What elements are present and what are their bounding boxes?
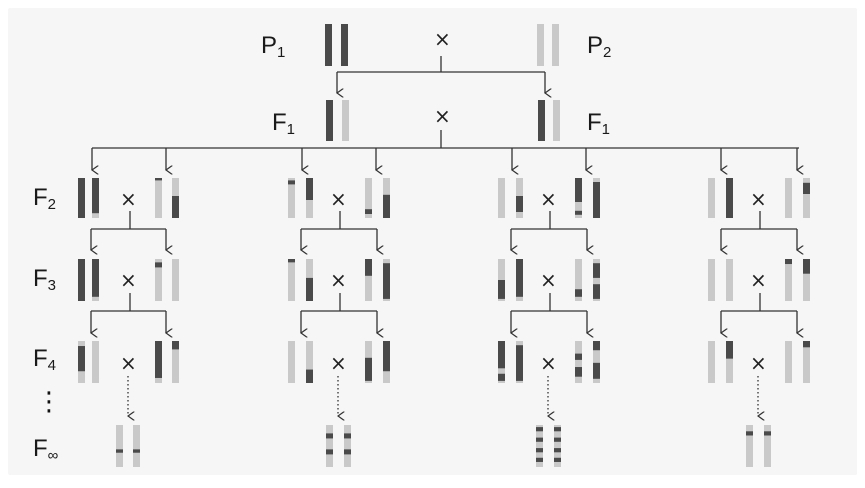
cross-symbol-f2-1: × [120, 187, 137, 211]
chromosome-f3-lineage2-1 [288, 259, 295, 301]
chromosome-f4-lineage4-1 [708, 341, 715, 383]
chromosome-finf-lineage4-1 [746, 425, 753, 467]
chromosome-f2-lineage2-1 [288, 178, 295, 218]
chromosome-f3-lineage1-3 [155, 259, 162, 301]
chromosome-f4-lineage1-1 [78, 341, 85, 383]
chromosome-f4-lineage2-3 [365, 341, 372, 383]
chromosome-f2-lineage2-3 [365, 178, 372, 218]
chromosome-f3-lineage4-2 [726, 259, 733, 301]
chromosome-f3-lineage1-4 [172, 259, 179, 301]
label-f1-right: F1 [587, 109, 611, 138]
chromosome-f3-lineage3-2 [516, 259, 523, 301]
chromosome-f2-lineage4-2 [726, 178, 733, 218]
chromosome-p1-b [341, 24, 348, 66]
chromosome-f4-lineage4-4 [803, 341, 810, 383]
cross-symbol-f3-4: × [750, 268, 767, 292]
chromosome-f3-lineage3-1 [498, 259, 505, 301]
chromosome-f2-lineage1-3 [155, 178, 162, 218]
cross-symbol-f3-3: × [540, 268, 557, 292]
chromosome-finf-lineage3-1 [536, 425, 543, 467]
cross-symbol-f3-1: × [120, 268, 137, 292]
label-f2: F2 [33, 184, 57, 213]
chromosome-f2-lineage1-4 [172, 178, 179, 218]
cross-symbol-p: × [434, 27, 451, 51]
label-finf: F∞ [33, 435, 59, 464]
chromosome-f4-lineage1-3 [155, 341, 162, 383]
chromosome-f4-lineage3-4 [593, 341, 600, 383]
cross-symbol-f3-2: × [330, 268, 347, 292]
chromosome-finf-lineage4-2 [764, 425, 771, 467]
cross-symbol-f4-4: × [750, 351, 767, 375]
connector-lines [91, 56, 799, 416]
chromosome-f2-lineage1-1 [78, 178, 85, 218]
chromosome-f4-lineage1-2 [92, 341, 99, 383]
chromosome-f2-lineage3-2 [516, 178, 523, 218]
chromosome-f4-lineage3-1 [498, 341, 505, 383]
label-p2: P2 [587, 32, 612, 61]
chromosome-f3-lineage2-2 [306, 259, 313, 301]
chromosome-finf-lineage1-2 [133, 425, 140, 467]
chromosome-f2-lineage2-4 [383, 178, 390, 218]
cross-symbol-f2-2: × [330, 187, 347, 211]
chromosome-finf-lineage3-2 [554, 425, 561, 467]
chromosome-f3-lineage2-3 [365, 259, 372, 301]
label-f4: F4 [33, 345, 57, 374]
chromosome-f3-lineage1-1 [78, 259, 85, 301]
chromosome-f4-lineage3-3 [575, 341, 582, 383]
chromosome-f2-lineage3-4 [593, 178, 600, 218]
chromosome-f1-right-b [553, 100, 560, 141]
chromosome-f1-left-a [326, 100, 333, 141]
label-f3: F3 [33, 265, 57, 294]
chromosome-f3-lineage4-3 [785, 259, 792, 301]
chromosome-p1-a [325, 24, 332, 66]
chromosome-p2-b [552, 24, 559, 66]
chromosome-f4-lineage1-4 [172, 341, 179, 383]
chromosome-f3-lineage2-4 [383, 259, 390, 301]
cross-symbol-f2-3: × [540, 187, 557, 211]
chromosome-p2-a [537, 24, 544, 66]
chromosome-f4-lineage2-1 [288, 341, 295, 383]
label-p1: P1 [261, 32, 286, 61]
cross-symbol-f4-1: × [120, 351, 137, 375]
cross-symbol-f2-4: × [750, 187, 767, 211]
generation-ellipsis: ⋮ [36, 387, 62, 417]
chromosome-f3-lineage4-1 [708, 259, 715, 301]
diagram-background [8, 8, 857, 475]
chromosome-f4-lineage4-3 [785, 341, 792, 383]
chromosome-finf-lineage1-1 [116, 425, 123, 467]
chromosome-f2-lineage4-4 [803, 178, 810, 218]
chromosome-f3-lineage3-4 [593, 259, 600, 301]
chromosome-f3-lineage3-3 [575, 259, 582, 301]
label-f1-left: F1 [272, 109, 296, 138]
chromosome-f1-left-b [342, 100, 349, 141]
chromosome-f2-lineage2-2 [306, 178, 313, 218]
chromosome-f4-lineage4-2 [726, 341, 733, 383]
chromosome-f4-lineage2-4 [383, 341, 390, 383]
cross-symbol-f4-2: × [330, 351, 347, 375]
chromosome-f2-lineage4-1 [708, 178, 715, 218]
chromosome-f4-lineage2-2 [306, 341, 313, 383]
chromosome-f3-lineage1-2 [92, 259, 99, 301]
cross-symbol-f1: × [434, 104, 451, 128]
chromosome-f1-right-a [538, 100, 545, 141]
chromosome-f3-lineage4-4 [803, 259, 810, 301]
chromosome-finf-lineage2-2 [344, 425, 351, 467]
cross-symbol-f4-3: × [540, 351, 557, 375]
chromosomes [78, 24, 810, 467]
chromosome-f2-lineage3-3 [575, 178, 582, 218]
chromosome-finf-lineage2-1 [326, 425, 333, 467]
chromosome-f2-lineage4-3 [785, 178, 792, 218]
chromosome-f4-lineage3-2 [516, 341, 523, 383]
chromosome-f2-lineage3-1 [498, 178, 505, 218]
chromosome-f2-lineage1-2 [92, 178, 99, 218]
